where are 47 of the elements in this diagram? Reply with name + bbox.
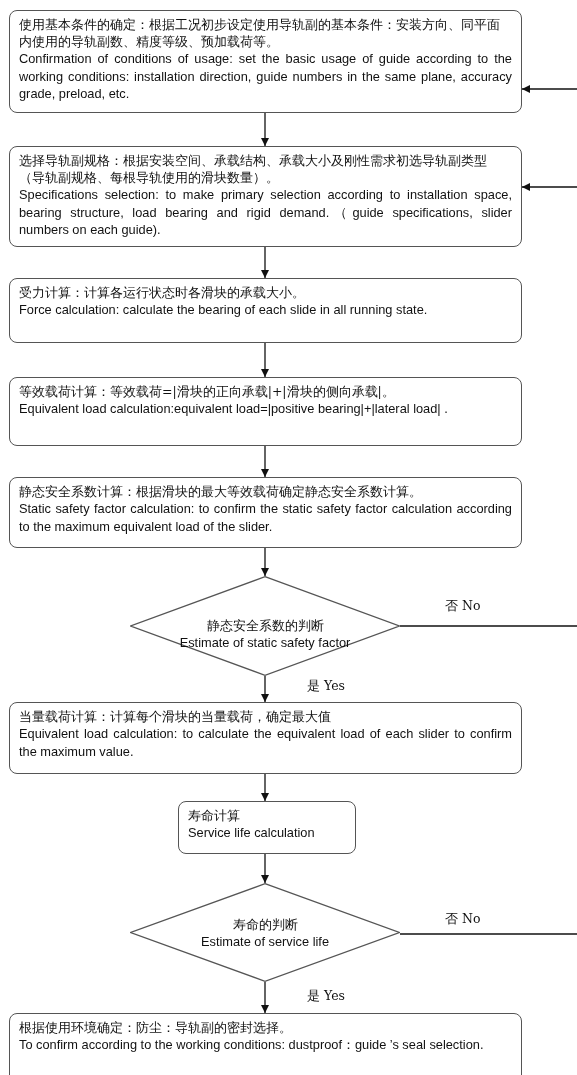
step-description: Force calculation: calculate the bearing of each slide in all running state. bbox=[19, 301, 429, 319]
step-description: Estimate of static safety factor bbox=[178, 633, 352, 652]
step-description: Confirmation of conditions of usage: set the basic usage of guide according to the working conditions: installation direction, guide numbers in the same plane, accuracy grade, preload, etc. bbox=[19, 50, 512, 103]
process-box bbox=[9, 146, 522, 247]
step-description: Estimate of service life bbox=[200, 932, 330, 951]
step-title: 静态安全系数计算：根据滑块的最大等效载荷确定静态安全系数计算。 bbox=[19, 483, 423, 500]
step-description: Equivalent load calculation: to calculate the equivalent load of each slider to confirm the maximum value. bbox=[19, 725, 512, 760]
step-title: 根据使用环境确定：防尘：导轨副的密封选择。 bbox=[19, 1019, 293, 1036]
arrow bbox=[261, 981, 269, 1014]
process-box bbox=[9, 278, 522, 343]
step-description: Static safety factor calculation: to confirm the static safety factor calculation according to the maximum equivalent load of the slider. bbox=[19, 500, 512, 535]
arrow bbox=[261, 547, 269, 577]
process-box bbox=[178, 801, 356, 854]
process-box bbox=[9, 10, 522, 113]
edge-label: 是 Yes bbox=[305, 678, 347, 695]
arrow bbox=[261, 246, 269, 279]
decision-diamond bbox=[130, 883, 400, 982]
step-title: 等效载荷计算：等效载荷=|滑块的正向承载|+|滑块的侧向承载|。 bbox=[19, 383, 396, 400]
step-title: 受力计算：计算各运行状态时各滑块的承载大小。 bbox=[19, 284, 306, 301]
step-title: 使用基本条件的确定：根据工况初步设定使用导轨副的基本条件：安装方向、同平面内使用的导轨副数、精度等级、预加载荷等。 bbox=[19, 16, 501, 50]
arrow bbox=[521, 85, 577, 93]
arrow bbox=[261, 342, 269, 378]
step-title: 选择导轨副规格：根据安装空间、承载结构、承载大小及刚性需求初选导轨副类型（导轨副规格、每根导轨使用的滑块数量）。 bbox=[19, 152, 488, 186]
edge-label: 否 No bbox=[443, 598, 483, 615]
decision-diamond bbox=[130, 576, 400, 676]
arrow bbox=[521, 183, 577, 191]
process-box bbox=[9, 1013, 522, 1075]
step-title: 静态安全系数的判断 bbox=[205, 616, 325, 634]
connector-line bbox=[399, 625, 577, 627]
step-title: 寿命计算 bbox=[188, 807, 241, 824]
arrow bbox=[261, 773, 269, 802]
step-description: Specifications selection: to make primary selection according to installation space, bearing structure, load bearing and rigid demand.（guide specifications, slider numbers on each guide). bbox=[19, 186, 512, 239]
step-title: 寿命的判断 bbox=[231, 915, 299, 933]
arrow bbox=[261, 445, 269, 478]
edge-label: 否 No bbox=[443, 911, 483, 928]
step-description: Service life calculation bbox=[188, 824, 316, 842]
connector-line bbox=[399, 933, 577, 935]
step-description: Equivalent load calculation:equivalent load=|positive bearing|+|lateral load| . bbox=[19, 400, 449, 418]
arrow bbox=[261, 675, 269, 703]
arrow bbox=[261, 853, 269, 884]
edge-label: 是 Yes bbox=[305, 988, 347, 1005]
arrow bbox=[261, 112, 269, 147]
process-box bbox=[9, 702, 522, 774]
process-box bbox=[9, 377, 522, 446]
process-box bbox=[9, 477, 522, 548]
step-title: 当量载荷计算：计算每个滑块的当量载荷，确定最大值 bbox=[19, 708, 332, 725]
step-description: To confirm according to the working conditions: dustproof：guide ’s seal selection. bbox=[19, 1036, 485, 1054]
